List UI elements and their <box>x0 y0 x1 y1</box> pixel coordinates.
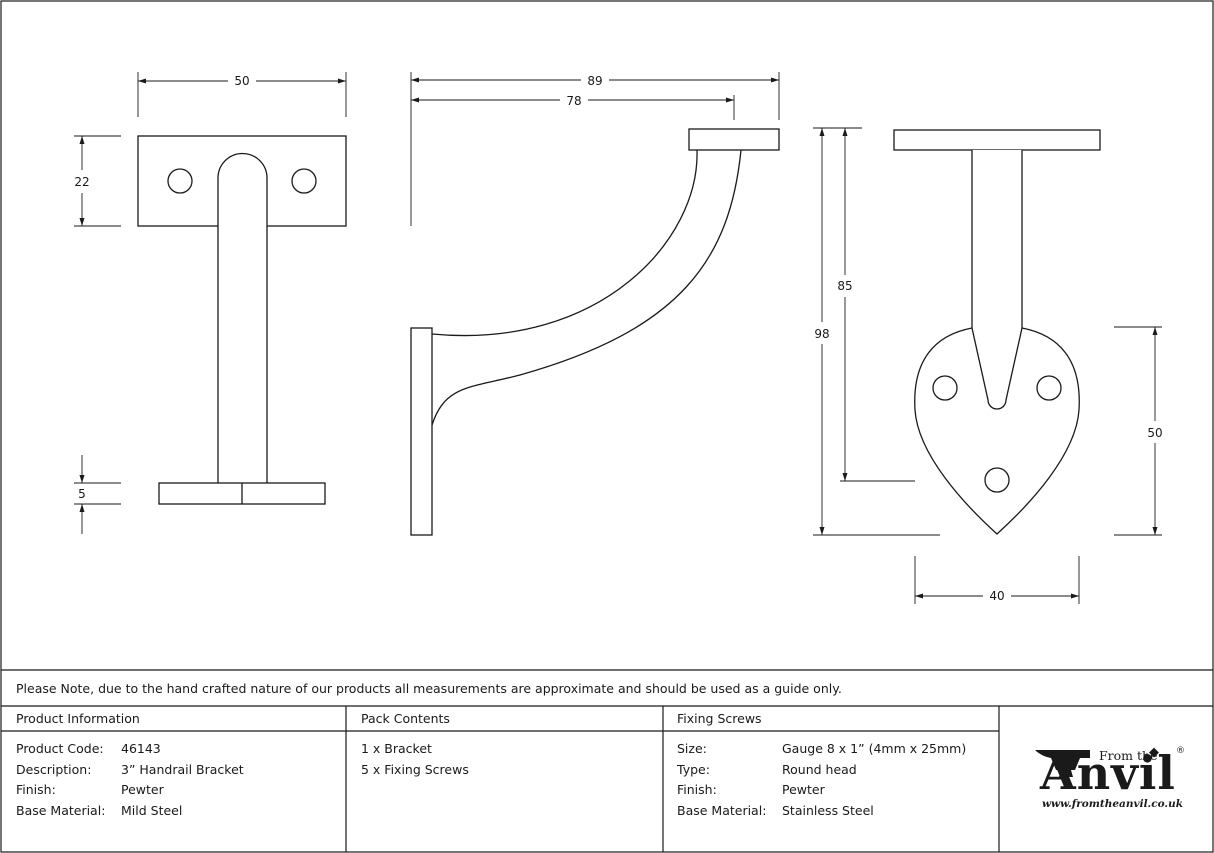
screw-type-value: Round head <box>782 762 857 777</box>
screw-finish-label: Finish: <box>677 782 717 797</box>
front-stem <box>217 152 268 483</box>
pack-item: 1 x Bracket <box>361 741 432 756</box>
description-label: Description: <box>16 762 92 777</box>
dim-rear-stem-height: 85 <box>837 279 852 293</box>
logo-from-text: From the <box>1099 748 1158 763</box>
logo-url: www.fromtheanvil.co.uk <box>1042 798 1183 810</box>
rear-hole-bottom <box>984 467 1010 493</box>
dimension-lines <box>74 72 1162 604</box>
disclaimer-note: Please Note, due to the hand crafted nat… <box>16 681 842 696</box>
product-code-value: 46143 <box>121 741 161 756</box>
pack-item: 5 x Fixing Screws <box>361 762 469 777</box>
base-material-value: Mild Steel <box>121 803 183 818</box>
side-top-plate <box>688 128 780 151</box>
screw-size-label: Size: <box>677 741 707 756</box>
anvil-logo-icon <box>1035 750 1090 777</box>
rear-view <box>893 129 1101 535</box>
dim-front-width: 50 <box>234 74 249 88</box>
side-arm-upper <box>431 149 698 337</box>
dim-front-base-thickness: 5 <box>78 487 86 501</box>
rear-stem <box>971 150 1023 410</box>
side-view <box>410 128 780 536</box>
dim-rear-plate-width: 40 <box>989 589 1004 603</box>
logo-wordmark: Anvil <box>1040 746 1176 800</box>
rear-heart-plate <box>914 327 1080 535</box>
dim-rear-plate-height: 50 <box>1147 426 1162 440</box>
front-view <box>137 135 347 505</box>
product-info-header: Product Information <box>16 711 140 726</box>
side-wall-plate <box>410 327 433 536</box>
logo-diamond-icon: ◆ <box>1149 745 1159 760</box>
screw-material-value: Stainless Steel <box>782 803 874 818</box>
dimension-arrows <box>79 77 1158 599</box>
dim-rear-total-height: 98 <box>814 327 829 341</box>
rear-top-plate <box>893 129 1101 151</box>
description-value: 3” Handrail Bracket <box>121 762 244 777</box>
rear-hole-left <box>932 375 958 401</box>
product-code-label: Product Code: <box>16 741 104 756</box>
screw-type-label: Type: <box>677 762 710 777</box>
rear-hole-right <box>1036 375 1062 401</box>
dim-side-total-depth: 89 <box>587 74 602 88</box>
dim-front-plate-height: 22 <box>74 175 89 189</box>
finish-label: Finish: <box>16 782 56 797</box>
screw-size-value: Gauge 8 x 1” (4mm x 25mm) <box>782 741 967 756</box>
dim-side-arm-depth: 78 <box>566 94 581 108</box>
dimension-labels: 50 22 5 89 78 98 85 50 40 <box>74 74 1162 603</box>
front-plate-hole-right <box>291 168 317 194</box>
pack-contents-header: Pack Contents <box>361 711 450 726</box>
screw-material-label: Base Material: <box>677 803 767 818</box>
screw-finish-value: Pewter <box>782 782 825 797</box>
side-arm-lower <box>431 149 742 426</box>
front-plate-hole-left <box>167 168 193 194</box>
fixing-screws-header: Fixing Screws <box>677 711 762 726</box>
base-material-label: Base Material: <box>16 803 106 818</box>
finish-value: Pewter <box>121 782 164 797</box>
logo-registered-mark: ® <box>1176 746 1185 756</box>
